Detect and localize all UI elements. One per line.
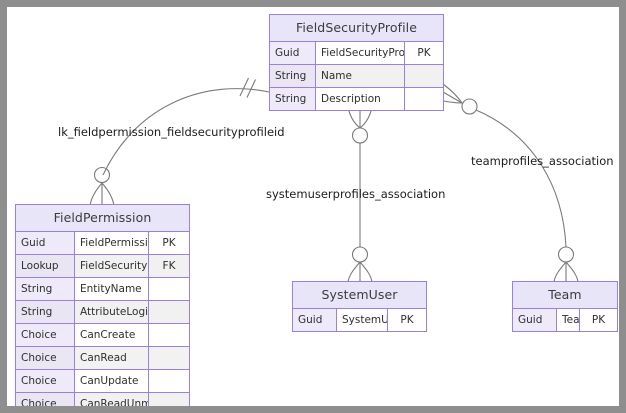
attribute-type: String [16,277,75,301]
attribute-type: Choice [16,346,75,370]
entity-fieldpermission[interactable]: FieldPermission Guid FieldPermissionId P… [15,204,190,406]
attribute-key: FK [148,254,189,278]
crowsfoot-left-team [553,261,567,283]
cardinality-circle-team [557,246,575,263]
table-row[interactable]: Lookup FieldSecurityProfileId FK [16,254,189,278]
attribute-type: Guid [293,309,337,331]
attribute-name: FieldSecurityProfileId [74,254,149,278]
relationship-label-lk-fieldpermission-fieldsecurityprofileid: lk_fieldpermission_fieldsecurityprofilei… [58,125,285,139]
cardinality-tick-one-a [239,77,249,97]
table-row[interactable]: String EntityName [16,277,189,301]
attribute-key: PK [591,313,606,326]
table-row[interactable]: Guid FieldPermissionId PK [16,232,189,255]
table-row[interactable]: Guid SystemUserId PK [293,309,426,331]
attribute-key [404,64,443,88]
attribute-name: AttributeLogicalName [74,300,149,324]
attribute-name: Name [315,64,405,88]
attribute-name: FieldPermissionId [74,232,149,255]
attribute-type: Choice [16,392,75,406]
entity-fieldsecurityprofile[interactable]: FieldSecurityProfile Guid FieldSecurityP… [269,14,444,111]
attribute-key [405,88,444,111]
connector-teamprofiles-association [438,83,579,283]
attribute-type: Choice [16,369,75,393]
table-row[interactable]: Choice CanReadUnmasked [16,392,189,406]
entity-attribute-table: Guid FieldPermissionId PK Lookup FieldSe… [16,232,189,406]
cardinality-tick-one-b [246,79,256,98]
table-row[interactable]: Guid TeamID PK [513,309,617,331]
attribute-type: String [270,87,316,110]
attribute-name: CanUpdate [74,369,149,393]
crowsfoot-right [101,182,115,207]
cardinality-circle-bottom [351,246,369,263]
relationship-label-teamprofiles-association: teamprofiles_association [471,154,614,168]
entity-team[interactable]: Team Guid TeamID PK [512,281,618,332]
attribute-type: Guid [513,309,557,331]
crowsfoot-stem-right [442,91,463,104]
connector-path [475,109,567,248]
table-row[interactable]: String Name [270,64,443,88]
attribute-type: Guid [16,232,75,255]
entity-title: FieldPermission [16,205,189,232]
table-row[interactable]: String AttributeLogicalName [16,300,189,324]
crowsfoot-upper-right [442,83,463,104]
attribute-name: CanReadUnmasked [74,392,149,406]
attribute-name: EntityName [74,277,149,301]
crowsfoot-right-bottom [359,261,373,283]
connector-lk-fieldpermission-fieldsecurityprofileid [89,77,270,207]
attribute-name: Description [315,87,405,110]
table-row[interactable]: String Description [270,87,444,111]
table-row[interactable]: Guid FieldSecurityProfileId PK [270,42,443,65]
entity-title: SystemUser [293,282,426,309]
attribute-type: String [270,64,316,88]
attribute-key [148,392,189,406]
attribute-name: TeamID [556,309,580,331]
attribute-type: Lookup [16,254,75,278]
diagram-canvas[interactable]: lk_fieldpermission_fieldsecurityprofilei… [7,7,619,406]
attribute-key [148,277,189,301]
attribute-key [148,300,189,324]
attribute-key [148,369,189,393]
table-row[interactable]: Choice CanRead [16,346,189,370]
cardinality-circle-zero [93,166,111,184]
entity-title: Team [513,282,617,309]
entity-attribute-table: Guid TeamID PK [513,309,617,331]
cardinality-circle-right [461,98,478,115]
entity-title: FieldSecurityProfile [270,15,443,42]
attribute-type: Guid [270,42,316,65]
entity-attribute-table: Guid FieldSecurityProfileId PK String Na… [270,42,443,110]
attribute-name: CanRead [74,346,149,370]
crowsfoot-right-team [565,261,579,283]
attribute-key: PK [404,42,443,65]
entity-attribute-table: Guid SystemUserId PK [293,309,426,331]
table-row[interactable]: Choice CanUpdate [16,369,189,393]
relationship-label-systemuserprofiles-association: systemuserprofiles_association [266,187,446,201]
attribute-name: CanCreate [74,323,149,347]
attribute-key [148,323,189,347]
attribute-type: String [16,300,75,324]
entity-systemuser[interactable]: SystemUser Guid SystemUserId PK [292,281,427,332]
attribute-key: PK [400,313,414,326]
attribute-key [148,346,189,370]
cardinality-circle-top [351,127,369,144]
crowsfoot-left [89,182,103,207]
attribute-name: FieldSecurityProfileId [315,42,405,65]
crowsfoot-left-bottom [347,261,361,283]
attribute-name: SystemUserId [336,309,388,331]
table-row[interactable]: Choice CanCreate [16,323,189,347]
attribute-key: PK [148,232,189,255]
attribute-type: Choice [16,323,75,347]
